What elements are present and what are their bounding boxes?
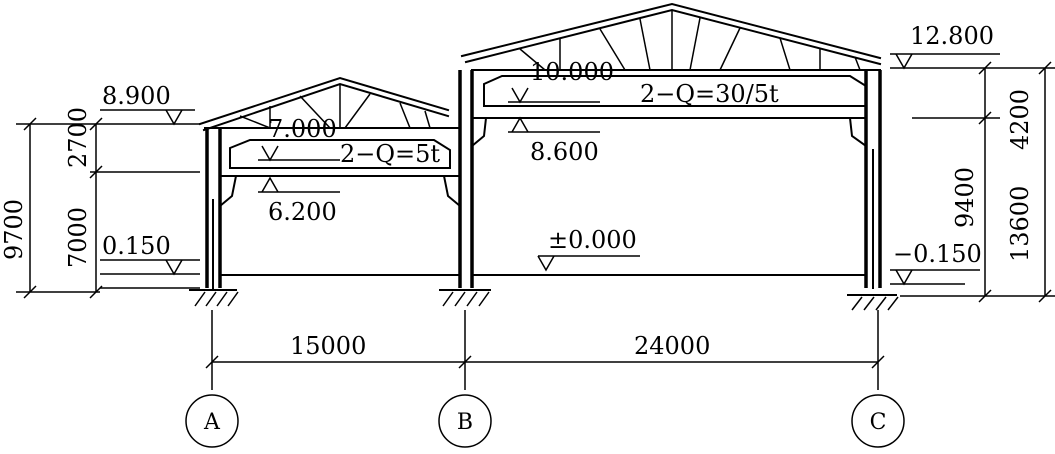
dim-label-9400: 9400 (951, 167, 979, 228)
right-roof (460, 2, 882, 71)
axis-label-b: B (457, 410, 473, 435)
elev-label-10000: 10.000 (530, 58, 614, 86)
left-roof (198, 76, 461, 132)
elev-label-minus0150: −0.150 (893, 240, 982, 268)
axis-label-c: C (870, 410, 887, 435)
span-label-ab: 15000 (290, 332, 366, 360)
elev-label-7000: 7.000 (268, 115, 337, 143)
dim-label-2700: 2700 (64, 107, 92, 168)
foundations (189, 289, 899, 311)
axis-bubble-b (438, 394, 492, 448)
crane-label-left: 2−Q=5t (340, 140, 440, 168)
dim-label-4200: 4200 (1006, 89, 1034, 150)
elev-marks (100, 53, 1000, 289)
axis-bubble-c (851, 394, 905, 448)
span-dimensions (205, 310, 885, 390)
column-b (442, 70, 488, 288)
elev-label-0150: 0.150 (102, 232, 171, 260)
dim-label-13600: 13600 (1006, 186, 1034, 262)
left-crane (229, 139, 451, 177)
crane-label-right: 2−Q=30/5t (640, 80, 779, 108)
elev-label-6200: 6.200 (268, 198, 337, 226)
elev-label-8900: 8.900 (102, 82, 171, 110)
elev-label-12800: 12.800 (910, 22, 994, 50)
dim-label-9700: 9700 (0, 199, 28, 260)
span-label-bc: 24000 (634, 332, 710, 360)
axis-label-a: A (203, 410, 221, 435)
dim-label-7000: 7000 (64, 207, 92, 268)
axis-bubbles (185, 394, 905, 448)
column-a (205, 128, 238, 289)
column-c (848, 70, 882, 289)
axis-bubble-a (185, 394, 239, 448)
elev-label-ground: ±0.000 (548, 226, 637, 254)
vertical-dimensions (16, 61, 1055, 303)
elev-label-8600: 8.600 (530, 138, 599, 166)
